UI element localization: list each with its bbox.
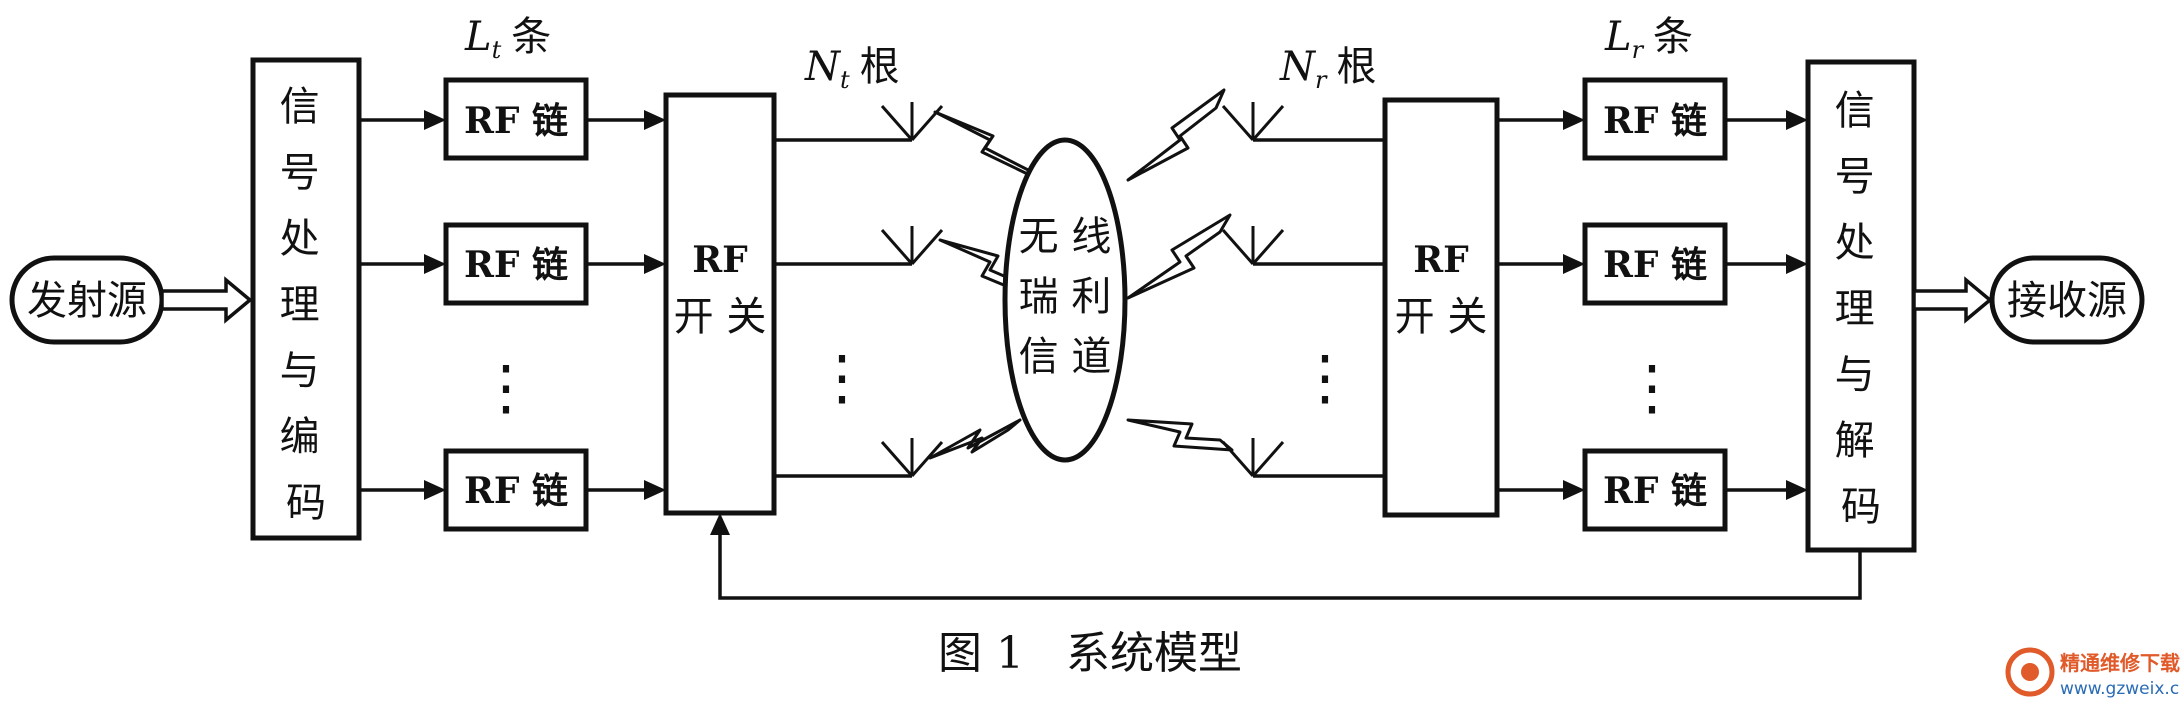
- rx-rf-switch: RF 开 关: [1382, 97, 1500, 518]
- hollow-arrow-icon: [1912, 276, 1993, 324]
- tx-rf-chain-2: RF 链: [359, 222, 666, 306]
- tx-chain-ellipsis: ⋮: [476, 353, 536, 423]
- watermark: 精通维修下载 www.gzweix.com: [2005, 647, 2180, 699]
- figure-caption: 图 1 系统模型: [938, 628, 1242, 679]
- tx-rf-switch: RF 开 关: [663, 92, 777, 516]
- feedback-line: [710, 513, 1862, 600]
- svg-text:精通维修下载: 精通维修下载: [2060, 651, 2180, 675]
- svg-text:RF 链: RF 链: [464, 244, 568, 286]
- rx-antenna-1: [1221, 102, 1385, 142]
- rx-rf-chain-3: RF 链: [1497, 448, 1808, 532]
- tx-signal-processor: 信 号 处 理 与 编 码: [250, 57, 362, 541]
- rx-wireless-link-icon-3: [1126, 418, 1234, 452]
- rx-signal-processor: 信 号 处 理 与 解 码: [1805, 59, 1917, 553]
- svg-text:RF: RF: [692, 239, 748, 281]
- svg-text:RF 链: RF 链: [464, 100, 568, 142]
- rayleigh-channel: 无 线 瑞 利 信 道: [1002, 137, 1128, 463]
- svg-text:信 号 处 理: 信 号 处 理 与 解 码: [1835, 88, 1888, 530]
- tx-antenna-3: [774, 438, 944, 478]
- tx-antenna-1: [774, 102, 944, 142]
- rx-antenna-2: [1221, 226, 1385, 266]
- tx-antenna-2: [774, 226, 944, 266]
- svg-text:信 道: 信 道: [1019, 334, 1112, 380]
- svg-text:开 关: 开 关: [674, 294, 767, 340]
- sink-node: 接收源: [1989, 255, 2145, 345]
- rx-antenna-3: [1221, 438, 1385, 478]
- sink-label: 接收源: [2007, 278, 2127, 324]
- svg-text:RF 链: RF 链: [1603, 100, 1707, 142]
- svg-text:www.gzweix.com: www.gzweix.com: [2060, 679, 2180, 699]
- svg-text:RF 链: RF 链: [1603, 470, 1707, 512]
- rx-chain-ellipsis: ⋮: [1622, 353, 1682, 423]
- svg-text:开 关: 开 关: [1395, 294, 1488, 340]
- source-node: 发射源: [9, 255, 165, 345]
- rx-rf-chain-1: RF 链: [1497, 77, 1808, 161]
- svg-text:RF: RF: [1413, 239, 1469, 281]
- svg-text:RF 链: RF 链: [1603, 244, 1707, 286]
- rx-wireless-link-icon-2: [1126, 213, 1232, 300]
- rx-wireless-link-icon-1: [1126, 88, 1226, 182]
- svg-text:瑞 利: 瑞 利: [1019, 274, 1112, 320]
- rx-antenna-ellipsis: ⋮: [1295, 343, 1355, 413]
- hollow-arrow-icon: [160, 276, 253, 324]
- svg-text:RF 链: RF 链: [464, 470, 568, 512]
- tx-rf-chain-3: RF 链: [359, 448, 666, 532]
- source-label: 发射源: [27, 278, 147, 324]
- tx-wireless-link-icon-3: [928, 418, 1022, 460]
- rx-rf-chain-2: RF 链: [1497, 222, 1808, 306]
- svg-text:信 号 处 理: 信 号 处 理 与 编 码: [280, 84, 333, 526]
- tx-antenna-ellipsis: ⋮: [812, 343, 872, 413]
- tx-rf-chain-1: RF 链: [359, 77, 666, 161]
- svg-text:无 线: 无 线: [1019, 214, 1112, 260]
